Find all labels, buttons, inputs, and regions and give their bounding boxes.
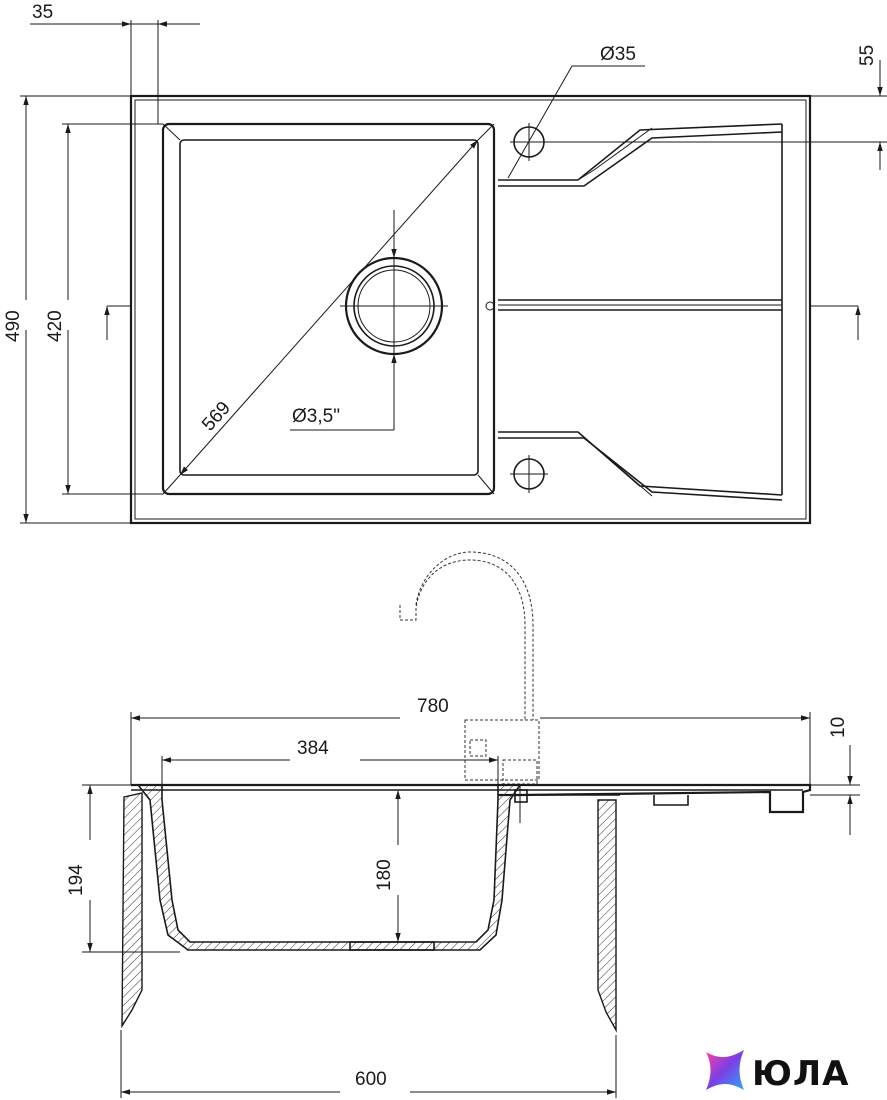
- dim-diagonal: 569: [198, 398, 235, 436]
- dim-bowl-height: 180: [374, 859, 395, 891]
- bowl-rim: [161, 122, 496, 496]
- dim-overall-depth: 490: [3, 310, 24, 342]
- dim-width-offset: 35: [32, 2, 53, 23]
- dim-bowl-depth: 420: [45, 310, 66, 342]
- top-view: 35 Ø35 55 490 420 569 Ø3: [3, 2, 887, 525]
- drain: [340, 252, 448, 360]
- brand-logo: ЮЛА: [706, 1050, 849, 1094]
- bowl-section: [136, 784, 522, 951]
- dim-bowl-width: 384: [297, 738, 329, 759]
- dim-hole-diameter: Ø35: [600, 44, 636, 65]
- drainboard: [485, 123, 783, 501]
- sink-outline: [129, 94, 812, 525]
- cabinet-wall-left: [121, 792, 143, 1029]
- tap-hole-bottom: [510, 455, 548, 493]
- logo-icon: [706, 1050, 744, 1090]
- cabinet-wall-right: [597, 799, 617, 1033]
- sink-outline-inner: [134, 99, 807, 520]
- dim-slab-thickness: 10: [828, 717, 849, 738]
- dim-overall-length: 780: [417, 696, 449, 717]
- logo-text: ЮЛА: [752, 1054, 849, 1094]
- dim-cabinet-width: 600: [355, 1069, 387, 1090]
- side-view: 780 384 10 194 180 600: [66, 551, 860, 1098]
- dim-drain: Ø3,5": [292, 406, 340, 427]
- faucet: [399, 551, 540, 785]
- dim-edge-offset: 55: [857, 45, 878, 66]
- dim-total-height: 194: [66, 864, 87, 896]
